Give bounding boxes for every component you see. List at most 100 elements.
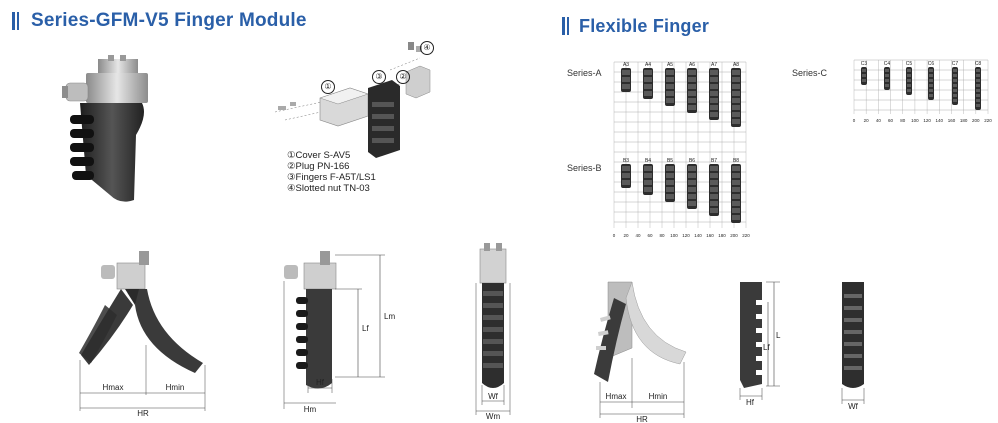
series-a-finger-label: A4 bbox=[645, 62, 651, 68]
finger-segment bbox=[885, 74, 889, 77]
dim-hr-left: HR bbox=[137, 409, 149, 418]
scale-tick-label: 140 bbox=[936, 118, 944, 123]
finger-body bbox=[975, 67, 981, 110]
side-view-dimension-diagram: Lm Lf Hf Hm bbox=[283, 251, 395, 414]
series-a-finger bbox=[665, 68, 675, 106]
finger-segment bbox=[976, 79, 980, 82]
dim-lm: Lm bbox=[384, 312, 395, 321]
finger-segment bbox=[710, 112, 718, 117]
series-b-finger bbox=[621, 164, 631, 188]
series-a-finger bbox=[731, 68, 741, 127]
scale-tick-label: 180 bbox=[960, 118, 968, 123]
finger-segment bbox=[862, 74, 866, 77]
scale-tick-label: 120 bbox=[682, 233, 690, 238]
dim-wm: Wm bbox=[486, 412, 501, 421]
finger-segment bbox=[666, 91, 674, 96]
finger-segment bbox=[644, 187, 652, 192]
finger-segment bbox=[644, 84, 652, 89]
finger-segment bbox=[929, 74, 933, 77]
finger-segment bbox=[953, 74, 957, 77]
flexible-finger-end-diagram: Wf bbox=[841, 282, 865, 411]
finger-segment bbox=[710, 91, 718, 96]
finger-segment bbox=[710, 201, 718, 206]
series-a-finger-label: A8 bbox=[733, 62, 739, 68]
finger-segment bbox=[710, 180, 718, 185]
finger-segment bbox=[732, 180, 740, 185]
finger-segment bbox=[666, 98, 674, 103]
callout-1: ① bbox=[321, 80, 335, 94]
parts-legend-item: ②Plug PN-166 bbox=[287, 161, 376, 172]
finger-segment bbox=[644, 77, 652, 82]
finger-segment bbox=[953, 94, 957, 97]
finger-segment bbox=[907, 79, 911, 82]
finger-segment bbox=[885, 69, 889, 72]
finger-segment bbox=[666, 84, 674, 89]
finger-segment bbox=[688, 105, 696, 110]
finger-segment bbox=[644, 91, 652, 96]
finger-segment bbox=[710, 98, 718, 103]
series-b-finger-label: B4 bbox=[645, 158, 651, 164]
part-marker: ② bbox=[287, 161, 296, 172]
finger-segment bbox=[907, 84, 911, 87]
finger-segment bbox=[666, 194, 674, 199]
finger-segment bbox=[666, 173, 674, 178]
series-c-finger-label: C4 bbox=[884, 61, 891, 67]
finger-segment bbox=[732, 166, 740, 171]
dim-hmax-right: Hmax bbox=[606, 392, 627, 401]
finger-segment bbox=[732, 187, 740, 192]
series-c-finger bbox=[884, 67, 890, 90]
series-b-finger bbox=[643, 164, 653, 195]
finger-segment bbox=[710, 166, 718, 171]
finger-segment bbox=[710, 77, 718, 82]
finger-segment bbox=[976, 99, 980, 102]
series-a-finger bbox=[687, 68, 697, 113]
dim-wf-right: Wf bbox=[848, 402, 859, 411]
finger-segment bbox=[953, 79, 957, 82]
finger-segment bbox=[688, 194, 696, 199]
dim-hmin-left: Hmin bbox=[166, 383, 185, 392]
scale-tick-label: 100 bbox=[911, 118, 919, 123]
scale-tick-label: 20 bbox=[623, 233, 629, 238]
callout-3: ③ bbox=[372, 70, 386, 84]
series-c-finger bbox=[975, 67, 981, 110]
finger-segment bbox=[907, 89, 911, 92]
series-c-finger-label: C7 bbox=[952, 61, 959, 67]
scale-tick-label: 220 bbox=[984, 118, 992, 123]
finger-segment bbox=[976, 74, 980, 77]
finger-segment bbox=[732, 112, 740, 117]
finger-segment bbox=[710, 105, 718, 110]
finger-segment bbox=[976, 94, 980, 97]
part-label: Fingers F-A5T/LS1 bbox=[295, 172, 376, 183]
series-c-finger bbox=[861, 67, 867, 85]
finger-segment bbox=[710, 70, 718, 75]
scale-tick-label: 160 bbox=[706, 233, 714, 238]
finger-segment bbox=[732, 194, 740, 199]
finger-segment bbox=[710, 84, 718, 89]
series-c-finger bbox=[906, 67, 912, 95]
series-a-finger bbox=[709, 68, 719, 120]
finger-segment bbox=[710, 208, 718, 213]
series-c-label: Series-C bbox=[792, 68, 828, 78]
finger-body bbox=[731, 68, 741, 127]
dim-wf-left: Wf bbox=[488, 392, 499, 401]
scale-tick-label: 180 bbox=[718, 233, 726, 238]
dim-hf-left: Hf bbox=[316, 378, 325, 387]
finger-segment bbox=[666, 187, 674, 192]
dim-hm: Hm bbox=[304, 405, 317, 414]
finger-segment bbox=[929, 94, 933, 97]
finger-segment bbox=[688, 70, 696, 75]
finger-segment bbox=[688, 84, 696, 89]
finger-segment bbox=[732, 173, 740, 178]
series-c-finger-label: C6 bbox=[928, 61, 935, 67]
finger-segment bbox=[907, 74, 911, 77]
finger-segment bbox=[622, 77, 630, 82]
callout-2: ② bbox=[396, 70, 410, 84]
scale-tick-label: 120 bbox=[923, 118, 931, 123]
scale-tick-label: 160 bbox=[948, 118, 956, 123]
series-a-finger-label: A6 bbox=[689, 62, 695, 68]
right-title-bar-accent-2 bbox=[567, 17, 569, 35]
parts-legend: ①Cover S-AV5 ②Plug PN-166 ③Fingers F-A5T… bbox=[287, 150, 376, 194]
finger-segment bbox=[688, 98, 696, 103]
